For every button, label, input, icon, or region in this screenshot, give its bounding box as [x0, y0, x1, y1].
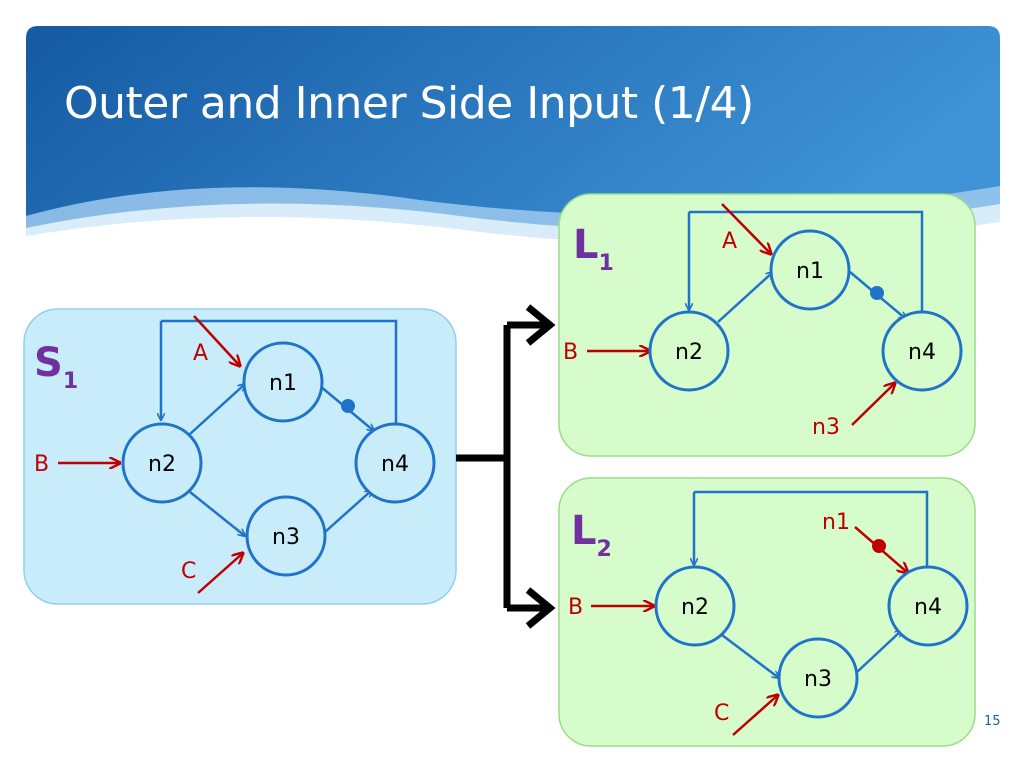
feedback-edge: [694, 490, 929, 572]
edge-n3-n4: [324, 490, 372, 533]
input-a-label: A: [722, 229, 737, 254]
node-n1: n1: [242, 341, 324, 423]
node-n4: n4: [881, 310, 963, 392]
input-c-arrow: [732, 695, 778, 736]
feedback-edge: [689, 210, 924, 316]
input-a-arrow: [721, 203, 771, 254]
node-n3: n3: [777, 637, 859, 719]
input-a-label: A: [193, 341, 208, 366]
input-n1-label: n1: [822, 510, 850, 535]
svg-text:n4: n4: [914, 595, 942, 620]
edge-n2-n1: [717, 272, 773, 323]
input-c-label: C: [714, 701, 729, 726]
svg-text:n1: n1: [796, 259, 824, 284]
split-arrows: [456, 304, 556, 629]
panel-s1-label: S1: [34, 340, 78, 394]
edge-n3-n4: [855, 630, 902, 674]
node-n3: n3: [245, 495, 327, 577]
input-b-label: B: [34, 452, 49, 477]
node-n2: n2: [654, 565, 736, 647]
svg-text:n1: n1: [269, 371, 297, 396]
edge-n2-n3: [721, 634, 779, 678]
input-n3-label: n3: [812, 415, 840, 440]
input-c-arrow: [197, 553, 243, 594]
svg-text:n3: n3: [804, 667, 832, 692]
input-c-label: C: [181, 559, 196, 584]
input-b-label: B: [563, 340, 578, 365]
node-n2: n2: [648, 310, 730, 392]
svg-text:n3: n3: [272, 525, 300, 550]
svg-text:n2: n2: [681, 595, 709, 620]
panel-l1: L1 A B n3 n1 n2 n4: [558, 193, 976, 457]
page-number: 15: [984, 714, 1001, 729]
svg-text:n4: n4: [381, 452, 409, 477]
edge-n2-n3: [189, 491, 245, 536]
input-b-label: B: [568, 595, 583, 620]
node-n4: n4: [887, 565, 969, 647]
panel-l2-label: L2: [571, 508, 612, 562]
input-a-arrow: [193, 315, 240, 366]
node-n1: n1: [769, 229, 851, 311]
node-n2: n2: [121, 422, 203, 504]
panel-l1-label: L1: [573, 222, 614, 276]
svg-text:n4: n4: [908, 340, 936, 365]
node-n4: n4: [354, 422, 436, 504]
svg-text:n2: n2: [148, 452, 176, 477]
feedback-edge: [161, 319, 398, 425]
edge-n2-n1: [189, 384, 245, 435]
delay-dot: [341, 399, 355, 413]
delay-dot: [872, 539, 886, 553]
panel-s1: S1 A B C n1 n2 n3 n4: [23, 308, 457, 605]
delay-dot: [870, 286, 884, 300]
panel-l2: L2 n1 B C n2 n3 n4: [558, 477, 976, 747]
input-n3-arrow: [851, 383, 895, 426]
slide-title: Outer and Inner Side Input (1/4): [64, 78, 754, 129]
svg-text:n2: n2: [675, 340, 703, 365]
